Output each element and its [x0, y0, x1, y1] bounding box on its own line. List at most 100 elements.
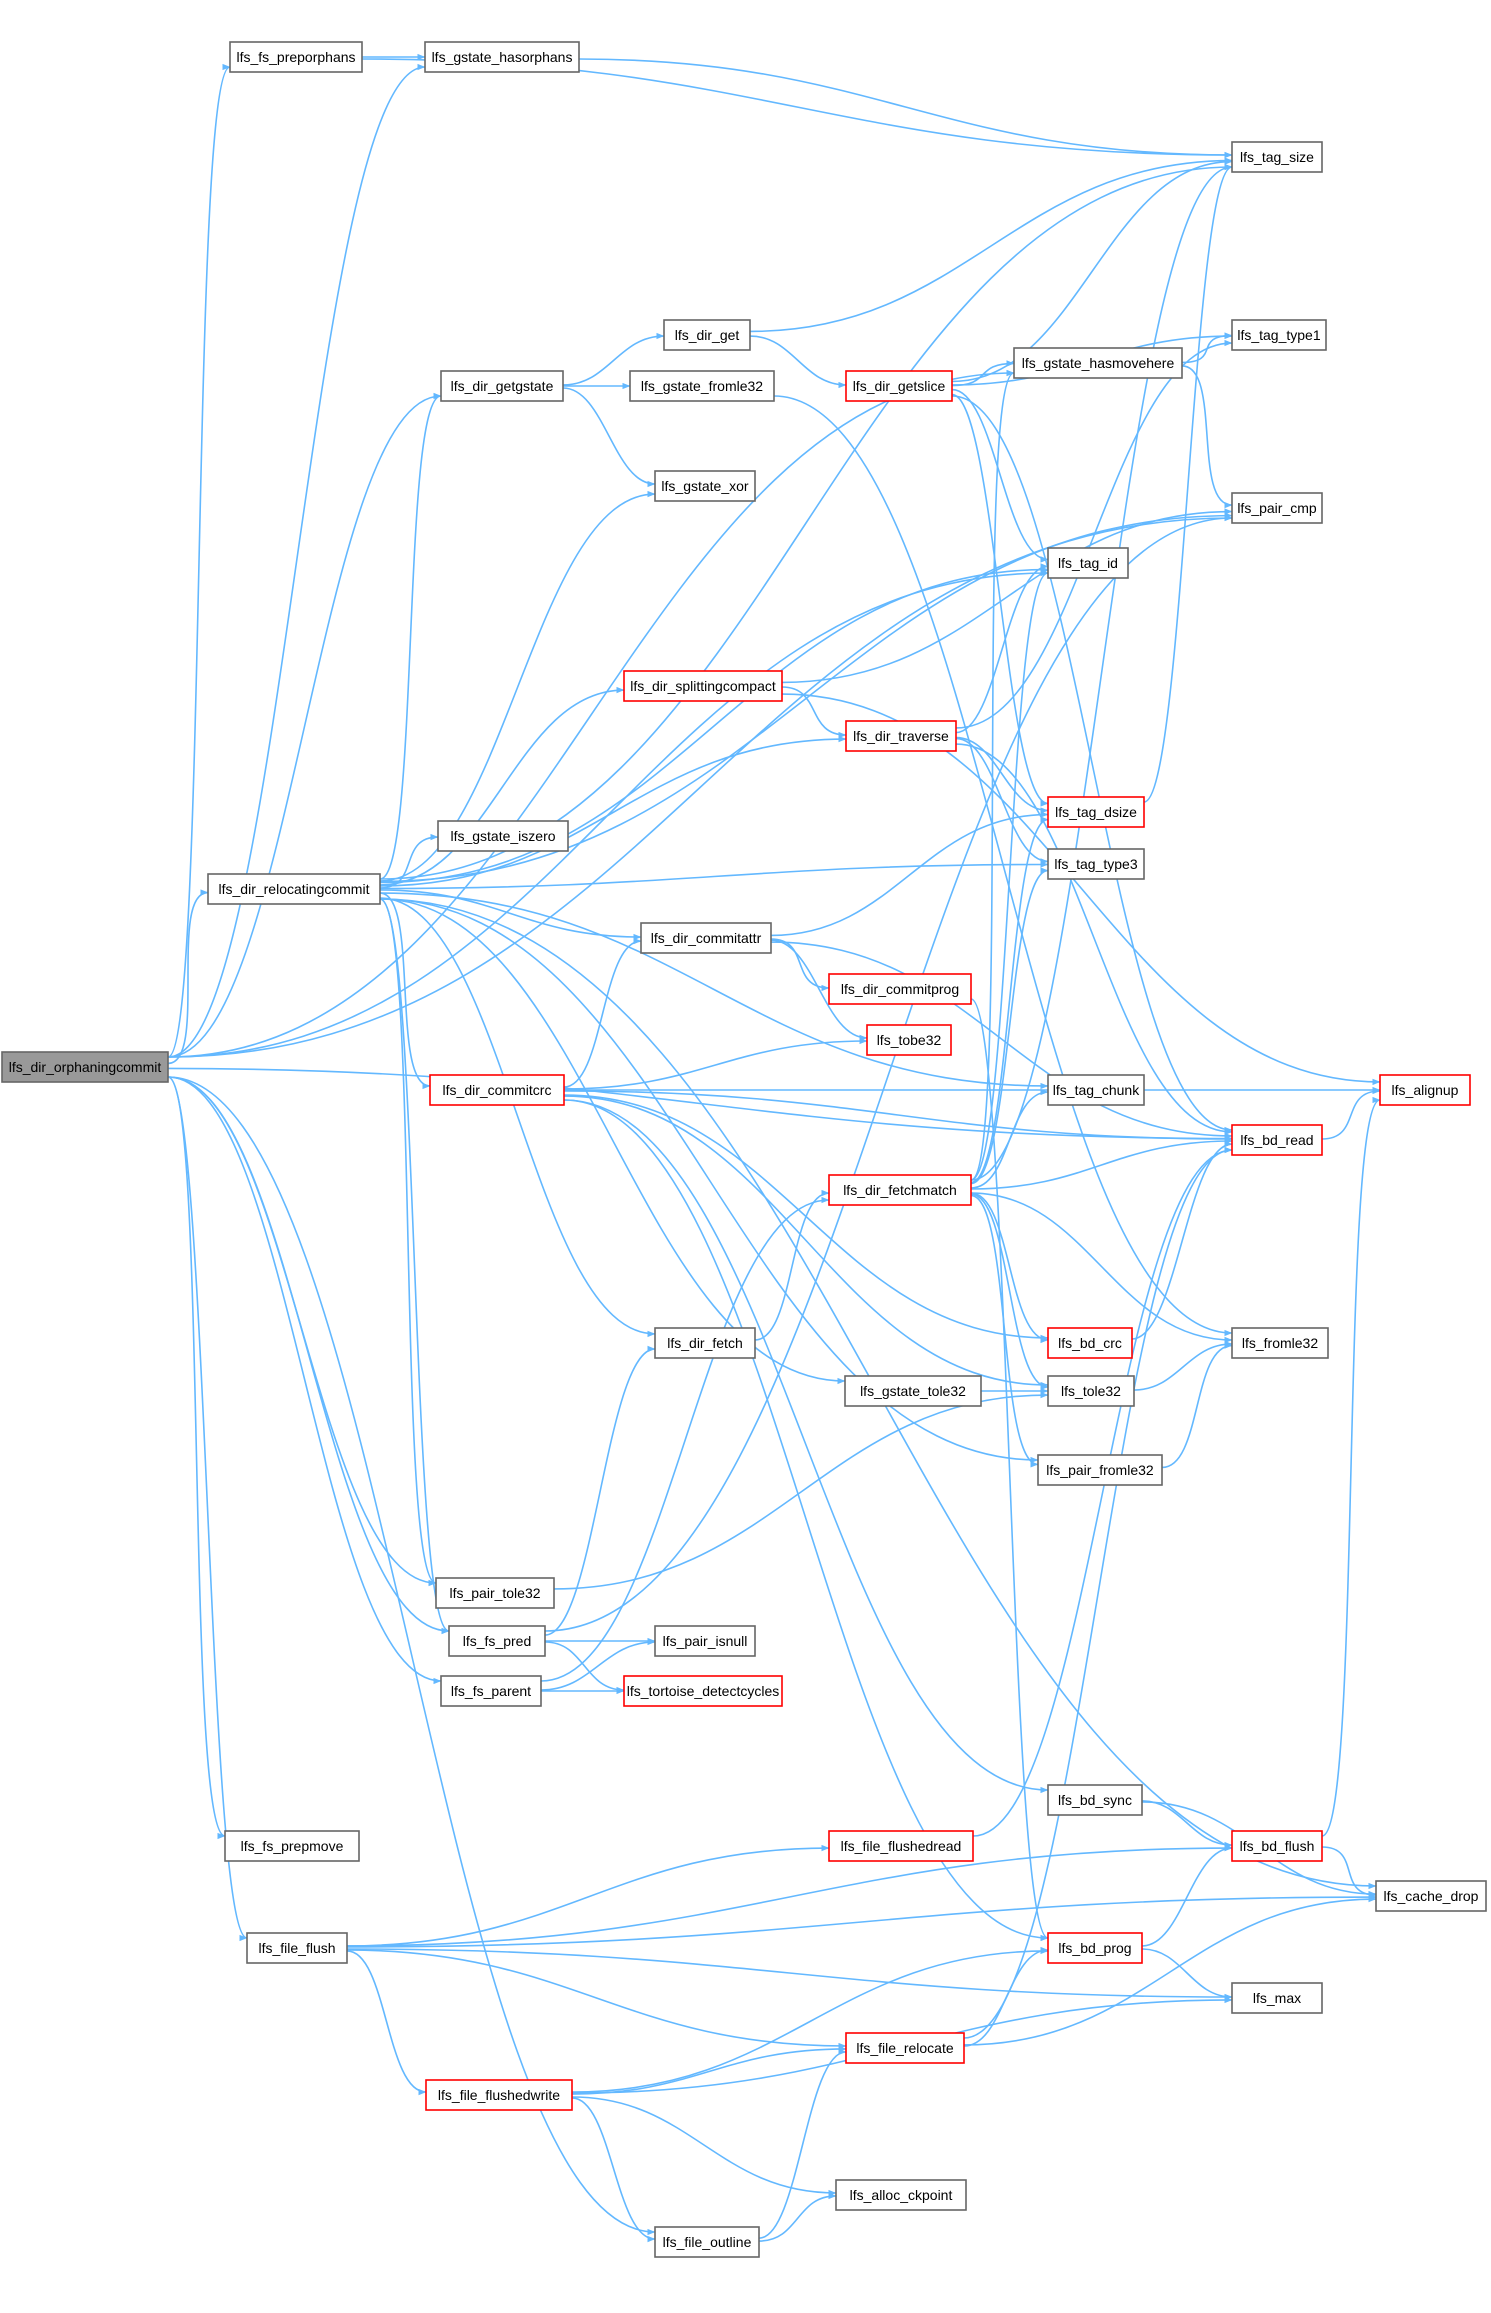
node-lfs_file_flush[interactable]: lfs_file_flush	[246, 1932, 348, 1964]
node-box	[828, 973, 972, 1005]
node-label: lfs_cache_drop	[1384, 1888, 1479, 1904]
node-lfs_dir_commitcrc[interactable]: lfs_dir_commitcrc	[429, 1074, 565, 1106]
node-lfs_pair_isnull[interactable]: lfs_pair_isnull	[654, 1625, 756, 1657]
node-lfs_fs_pred[interactable]: lfs_fs_pred	[448, 1625, 546, 1657]
edge-lfs_gstate_hasorphans-to-lfs_tag_size	[578, 58, 1233, 159]
edge-line	[544, 1641, 625, 1694]
edge-lfs_file_flushedwrite-to-lfs_bd_prog	[571, 1947, 1049, 2093]
node-lfs_file_relocate[interactable]: lfs_file_relocate	[845, 2032, 965, 2064]
node-label: lfs_alloc_ckpoint	[850, 2187, 953, 2203]
node-lfs_fs_parent[interactable]: lfs_fs_parent	[440, 1675, 542, 1707]
node-label: lfs_pair_isnull	[663, 1633, 748, 1649]
edge-lfs_file_flush-to-lfs_bd_flush	[346, 1844, 1233, 1947]
edge-line	[563, 1090, 1233, 1143]
edge-line	[563, 1037, 868, 1090]
node-lfs_pair_tole32[interactable]: lfs_pair_tole32	[435, 1577, 555, 1609]
node-lfs_dir_splittingcompact[interactable]: lfs_dir_splittingcompact	[623, 670, 783, 702]
edge-line	[571, 2097, 656, 2243]
node-lfs_gstate_fromle32[interactable]: lfs_gstate_fromle32	[629, 370, 775, 402]
node-lfs_tole32[interactable]: lfs_tole32	[1047, 1375, 1135, 1407]
edge-line	[379, 163, 1233, 880]
edge-lfs_fs_pred-to-lfs_tortoise_detectcycles	[544, 1641, 625, 1694]
node-lfs_fs_prepmove[interactable]: lfs_fs_prepmove	[224, 1830, 360, 1862]
edge-lfs_dir_orphaningcommit-to-lfs_gstate_hasorphans	[167, 63, 426, 1058]
edge-line	[379, 566, 1049, 884]
node-lfs_dir_orphaningcommit[interactable]: lfs_dir_orphaningcommit	[1, 1051, 169, 1083]
node-lfs_bd_prog[interactable]: lfs_bd_prog	[1047, 1932, 1143, 1964]
edge-lfs_fs_pred-to-lfs_dir_fetch	[544, 1345, 656, 1636]
node-lfs_dir_fetch[interactable]: lfs_dir_fetch	[654, 1327, 756, 1359]
node-label: lfs_gstate_tole32	[860, 1383, 966, 1399]
node-lfs_tag_chunk[interactable]: lfs_tag_chunk	[1047, 1074, 1145, 1106]
node-lfs_gstate_iszero[interactable]: lfs_gstate_iszero	[437, 820, 569, 852]
node-lfs_gstate_hasorphans[interactable]: lfs_gstate_hasorphans	[424, 41, 580, 73]
edge-line	[781, 686, 847, 739]
node-lfs_dir_commitprog[interactable]: lfs_dir_commitprog	[828, 973, 972, 1005]
edge-lfs_dir_relocatingcommit-to-lfs_gstate_iszero	[379, 833, 439, 889]
edge-lfs_dir_relocatingcommit-to-lfs_dir_commitcrc	[379, 892, 431, 1090]
node-box	[207, 873, 381, 905]
node-label: lfs_pair_fromle32	[1046, 1462, 1154, 1478]
node-label: lfs_file_relocate	[856, 2040, 953, 2056]
node-lfs_file_flushedwrite[interactable]: lfs_file_flushedwrite	[425, 2079, 573, 2111]
node-lfs_dir_commitattr[interactable]: lfs_dir_commitattr	[640, 922, 772, 954]
node-lfs_max[interactable]: lfs_max	[1231, 1982, 1323, 2014]
node-lfs_dir_getslice[interactable]: lfs_dir_getslice	[845, 370, 953, 402]
edge-lfs_dir_get-to-lfs_tag_size	[749, 157, 1233, 333]
node-label: lfs_alignup	[1392, 1082, 1459, 1098]
edge-lfs_dir_orphaningcommit-to-lfs_fs_parent	[167, 1076, 442, 1685]
node-lfs_fromle32[interactable]: lfs_fromle32	[1231, 1327, 1329, 1359]
node-lfs_tag_dsize[interactable]: lfs_tag_dsize	[1047, 796, 1145, 828]
edge-line	[571, 1947, 1049, 2093]
node-label: lfs_dir_getslice	[853, 378, 946, 394]
node-label: lfs_tag_id	[1058, 555, 1118, 571]
node-lfs_tag_type1[interactable]: lfs_tag_type1	[1231, 319, 1327, 351]
edge-line	[970, 998, 1049, 1942]
node-lfs_fs_preporphans[interactable]: lfs_fs_preporphans	[229, 41, 363, 73]
edge-lfs_tag_dsize-to-lfs_tag_size	[1143, 163, 1233, 803]
node-box	[845, 370, 953, 402]
node-lfs_tag_size[interactable]: lfs_tag_size	[1231, 141, 1323, 173]
edge-lfs_dir_orphaningcommit-to-lfs_dir_getgstate	[167, 392, 442, 1058]
node-lfs_dir_traverse[interactable]: lfs_dir_traverse	[845, 720, 957, 752]
edge-line	[563, 937, 642, 1088]
edge-line	[749, 335, 847, 389]
edge-lfs_dir_relocatingcommit-to-lfs_dir_fetch	[379, 897, 656, 1338]
node-lfs_dir_relocatingcommit[interactable]: lfs_dir_relocatingcommit	[207, 873, 381, 905]
node-lfs_dir_get[interactable]: lfs_dir_get	[663, 319, 751, 351]
edge-line	[379, 892, 1049, 1090]
node-lfs_dir_getgstate[interactable]: lfs_dir_getgstate	[440, 370, 564, 402]
node-lfs_cache_drop[interactable]: lfs_cache_drop	[1375, 1880, 1487, 1912]
nodes: lfs_dir_orphaningcommit lfs_fs_preporphan…	[1, 41, 1487, 2258]
node-lfs_bd_sync[interactable]: lfs_bd_sync	[1047, 1784, 1143, 1816]
node-lfs_file_flushedread[interactable]: lfs_file_flushedread	[828, 1830, 974, 1862]
node-lfs_tobe32[interactable]: lfs_tobe32	[866, 1024, 952, 1056]
node-lfs_file_outline[interactable]: lfs_file_outline	[654, 2226, 760, 2258]
node-lfs_bd_crc[interactable]: lfs_bd_crc	[1047, 1327, 1133, 1359]
node-lfs_bd_read[interactable]: lfs_bd_read	[1231, 1124, 1323, 1156]
edge-line	[167, 1076, 450, 1635]
node-lfs_tortoise_detectcycles[interactable]: lfs_tortoise_detectcycles	[623, 1675, 783, 1707]
node-lfs_pair_fromle32[interactable]: lfs_pair_fromle32	[1037, 1454, 1163, 1486]
node-box	[844, 1375, 982, 1407]
node-lfs_gstate_hasmovehere[interactable]: lfs_gstate_hasmovehere	[1013, 347, 1183, 379]
node-lfs_tag_type3[interactable]: lfs_tag_type3	[1047, 848, 1145, 880]
node-lfs_dir_fetchmatch[interactable]: lfs_dir_fetchmatch	[828, 1174, 972, 1206]
edge-line	[379, 898, 450, 1635]
edge-line	[379, 686, 625, 886]
node-lfs_gstate_tole32[interactable]: lfs_gstate_tole32	[844, 1375, 982, 1407]
node-lfs_alignup[interactable]: lfs_alignup	[1379, 1074, 1471, 1106]
node-lfs_bd_flush[interactable]: lfs_bd_flush	[1231, 1830, 1323, 1862]
node-lfs_pair_cmp[interactable]: lfs_pair_cmp	[1231, 492, 1323, 524]
node-box	[1047, 1932, 1143, 1964]
node-lfs_alloc_ckpoint[interactable]: lfs_alloc_ckpoint	[835, 2179, 967, 2211]
edge-line	[963, 1895, 1377, 2046]
edge-lfs_dir_getslice-to-lfs_tag_dsize	[951, 393, 1049, 807]
node-lfs_tag_id[interactable]: lfs_tag_id	[1047, 547, 1129, 579]
edge-line	[770, 941, 1233, 1140]
edge-line	[379, 490, 656, 882]
node-box	[866, 1024, 952, 1056]
node-label: lfs_bd_prog	[1058, 1940, 1131, 1956]
node-lfs_gstate_xor[interactable]: lfs_gstate_xor	[654, 470, 756, 502]
edge-line	[379, 897, 656, 1338]
